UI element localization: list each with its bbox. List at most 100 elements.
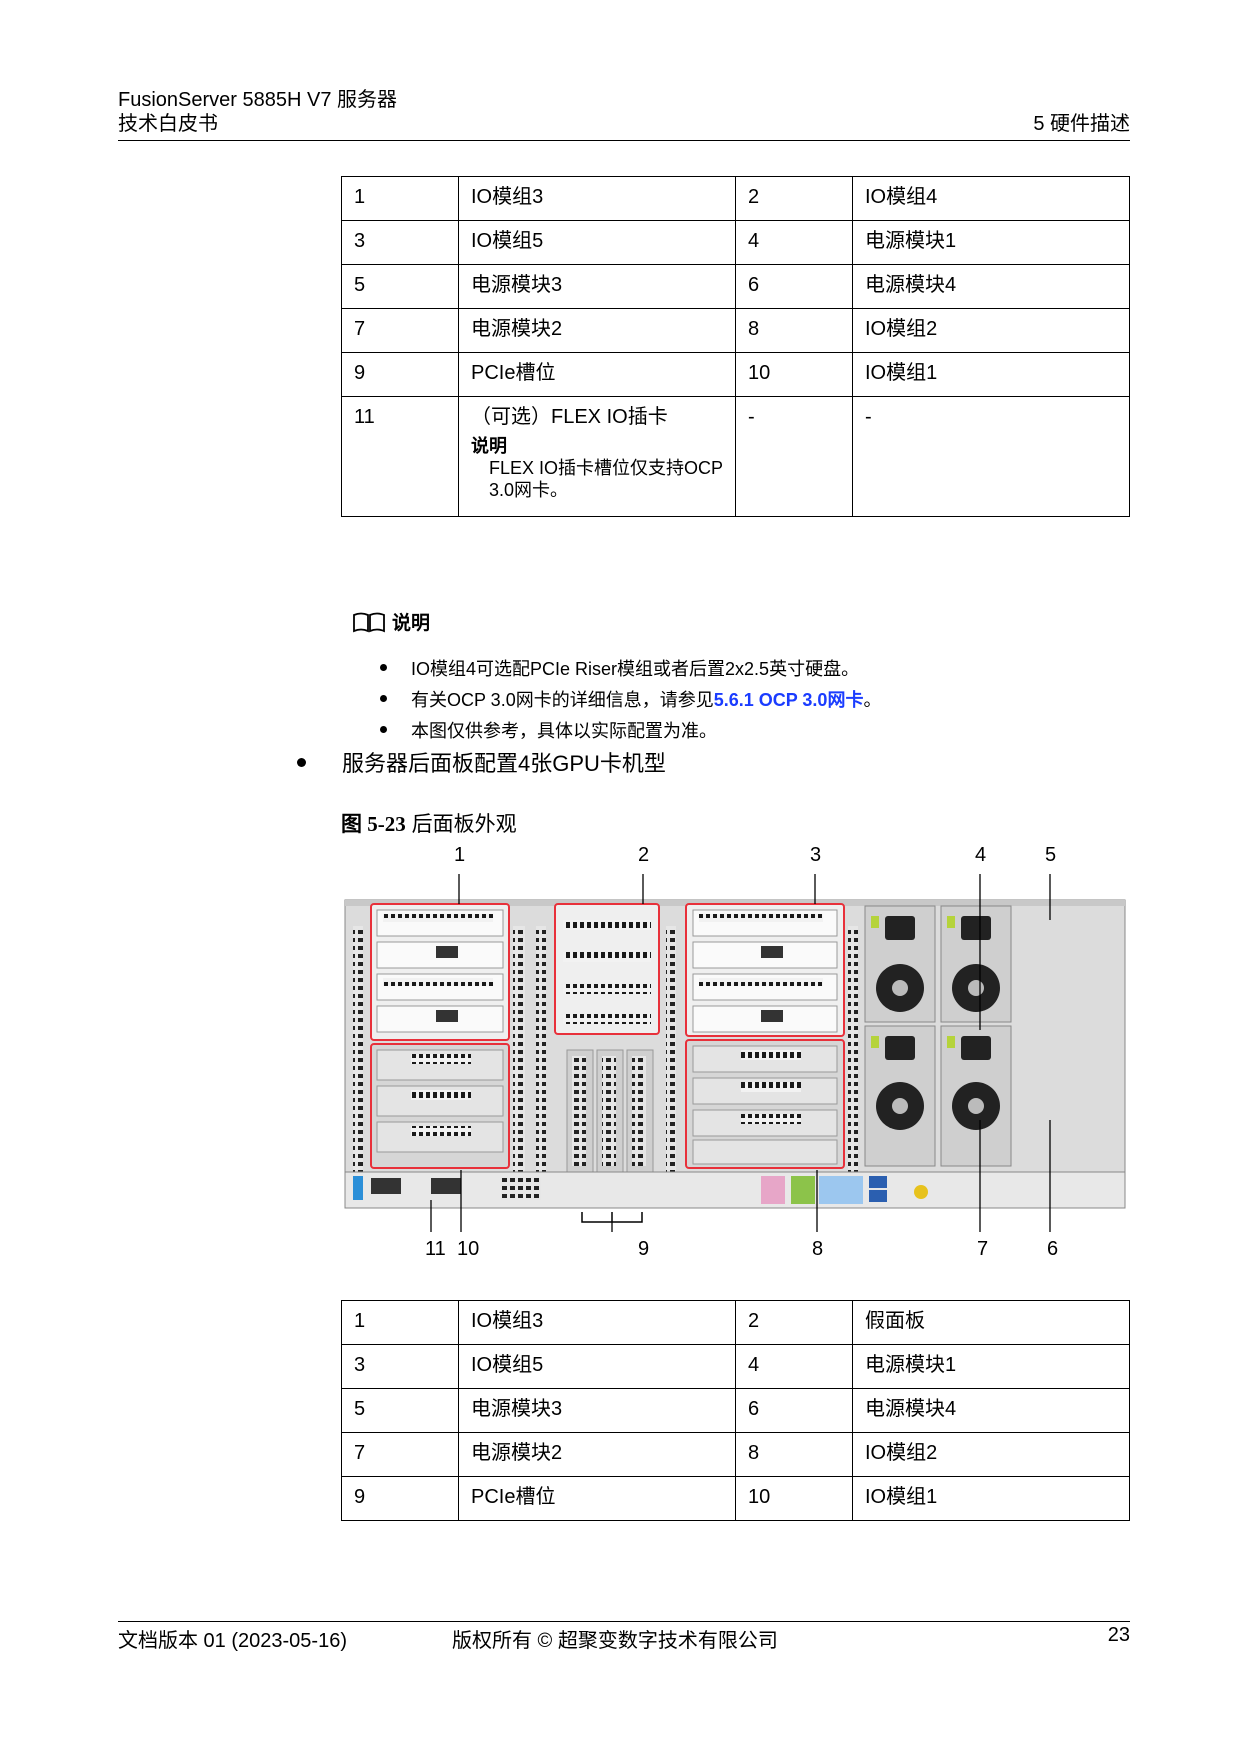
figure-caption: 后面板外观 <box>411 813 517 836</box>
component-table-2: 1 IO模组3 2 假面板 3 IO模组5 4 电源模块1 5 电源模块3 6 … <box>341 1300 1130 1521</box>
cell: IO模组3 <box>458 176 736 221</box>
table-row: 9 PCIe槽位 10 IO模组1 <box>341 352 1130 397</box>
psu-3 <box>940 905 1012 1023</box>
main-bullet: 服务器后面板配置4张GPU卡机型 <box>297 746 666 778</box>
cell: IO模组2 <box>852 1432 1130 1477</box>
callout-8: 8 <box>812 1238 824 1260</box>
cell: 电源模块1 <box>852 1344 1130 1389</box>
psu-4 <box>940 1025 1012 1167</box>
filler-panel <box>554 903 660 1035</box>
cell: 电源模块1 <box>852 220 1130 265</box>
table-row: 7 电源模块2 8 IO模组2 <box>341 1432 1130 1477</box>
table-row: 3 IO模组5 4 电源模块1 <box>341 1344 1130 1389</box>
cell: 2 <box>735 176 853 221</box>
note-label: 说明 <box>471 436 507 456</box>
footer-divider <box>118 1621 1130 1622</box>
cell: IO模组1 <box>852 1476 1130 1521</box>
cell: 6 <box>735 264 853 309</box>
list-item-text: IO模组4可选配PCIe Riser模组或者后置2x2.5英寸硬盘。 <box>411 658 860 679</box>
callout-7: 7 <box>977 1238 989 1260</box>
note-title: 说明 <box>392 613 431 634</box>
table-row: 11 （可选）FLEX IO插卡 说明 FLEX IO插卡槽位仅支持OCP 3.… <box>341 396 1130 517</box>
cell: 3 <box>341 220 459 265</box>
doc-version: 文档版本 01 (2023-05-16) <box>118 1630 347 1652</box>
copyright: 版权所有 © 超聚变数字技术有限公司 <box>452 1630 778 1652</box>
page-number: 23 <box>1107 1624 1130 1646</box>
figure-title: 图 5-23 后面板外观 <box>341 808 517 838</box>
cell: 假面板 <box>852 1300 1130 1345</box>
cell: IO模组3 <box>458 1300 736 1345</box>
cell: 4 <box>735 1344 853 1389</box>
cell: 10 <box>735 352 853 397</box>
cell: 电源模块3 <box>458 1388 736 1433</box>
table-row: 5 电源模块3 6 电源模块4 <box>341 1388 1130 1433</box>
table-row: 3 IO模组5 4 电源模块1 <box>341 220 1130 265</box>
cell: 7 <box>341 308 459 353</box>
callout-5: 5 <box>1045 844 1057 866</box>
cell: IO模组5 <box>458 1344 736 1389</box>
ocp-link[interactable]: 5.6.1 OCP 3.0网卡 <box>713 689 864 710</box>
list-item-text: 有关OCP 3.0网卡的详细信息，请参见 <box>411 689 714 710</box>
psu-1 <box>864 905 936 1023</box>
cell: - <box>852 396 1130 517</box>
cell: 9 <box>341 352 459 397</box>
server-rear-panel-illustration <box>344 874 1126 1232</box>
cell: 10 <box>735 1476 853 1521</box>
cell: 8 <box>735 1432 853 1477</box>
header-divider <box>118 140 1130 141</box>
cell: 5 <box>341 264 459 309</box>
cell: 7 <box>341 1432 459 1477</box>
page-header: FusionServer 5885H V7 服务器 技术白皮书 5 硬件描述 <box>118 88 1130 136</box>
callout-3: 3 <box>810 844 822 866</box>
cell: 8 <box>735 308 853 353</box>
cell: IO模组2 <box>852 308 1130 353</box>
cell: IO模组1 <box>852 352 1130 397</box>
cell: 5 <box>341 1388 459 1433</box>
list-item: IO模组4可选配PCIe Riser模组或者后置2x2.5英寸硬盘。 <box>380 652 881 683</box>
note-block: 说明 <box>352 608 430 635</box>
bullet-text: 服务器后面板配置4张GPU卡机型 <box>342 751 666 776</box>
cell-text: （可选）FLEX IO插卡 <box>471 406 668 428</box>
list-item-text: 。 <box>863 689 882 710</box>
io-module-1 <box>370 1043 510 1169</box>
cell: 电源模块4 <box>852 264 1130 309</box>
cell: 9 <box>341 1476 459 1521</box>
cell: IO模组4 <box>852 176 1130 221</box>
cell: 11 <box>341 396 459 517</box>
table-row: 9 PCIe槽位 10 IO模组1 <box>341 1476 1130 1521</box>
cell: 1 <box>341 1300 459 1345</box>
callout-10: 10 <box>457 1238 480 1260</box>
cell: 电源模块3 <box>458 264 736 309</box>
cell: IO模组5 <box>458 220 736 265</box>
cell: 6 <box>735 1388 853 1433</box>
chapter-title: 5 硬件描述 <box>1033 113 1130 135</box>
psu-2 <box>864 1025 936 1167</box>
page-footer: 文档版本 01 (2023-05-16) 版权所有 © 超聚变数字技术有限公司 … <box>118 1624 1130 1653</box>
cell: （可选）FLEX IO插卡 说明 FLEX IO插卡槽位仅支持OCP 3.0网卡… <box>458 396 736 517</box>
cell: 电源模块4 <box>852 1388 1130 1433</box>
io-module-2 <box>685 1039 845 1169</box>
callout-1: 1 <box>454 844 466 866</box>
table-row: 1 IO模组3 2 假面板 <box>341 1300 1130 1345</box>
callout-4: 4 <box>975 844 987 866</box>
note-text: FLEX IO插卡槽位仅支持OCP 3.0网卡。 <box>489 458 723 500</box>
cell: PCIe槽位 <box>458 352 736 397</box>
callout-2: 2 <box>638 844 650 866</box>
cell: PCIe槽位 <box>458 1476 736 1521</box>
cell: - <box>735 396 853 517</box>
io-module-3 <box>370 903 510 1041</box>
book-icon <box>353 612 385 632</box>
io-module-5 <box>685 903 845 1037</box>
rear-panel-figure: 1 2 3 4 5 11 10 9 8 7 6 <box>341 840 1130 1270</box>
callout-6: 6 <box>1047 1238 1059 1260</box>
cell: 电源模块2 <box>458 308 736 353</box>
note-list: IO模组4可选配PCIe Riser模组或者后置2x2.5英寸硬盘。 有关OCP… <box>380 652 881 745</box>
cell: 2 <box>735 1300 853 1345</box>
table-row: 7 电源模块2 8 IO模组2 <box>341 308 1130 353</box>
list-item: 本图仅供参考，具体以实际配置为准。 <box>380 714 881 745</box>
table-row: 1 IO模组3 2 IO模组4 <box>341 176 1130 221</box>
figure-label: 图 5-23 <box>341 812 406 836</box>
component-table-1: 1 IO模组3 2 IO模组4 3 IO模组5 4 电源模块1 5 电源模块3 … <box>341 176 1130 517</box>
cell: 1 <box>341 176 459 221</box>
